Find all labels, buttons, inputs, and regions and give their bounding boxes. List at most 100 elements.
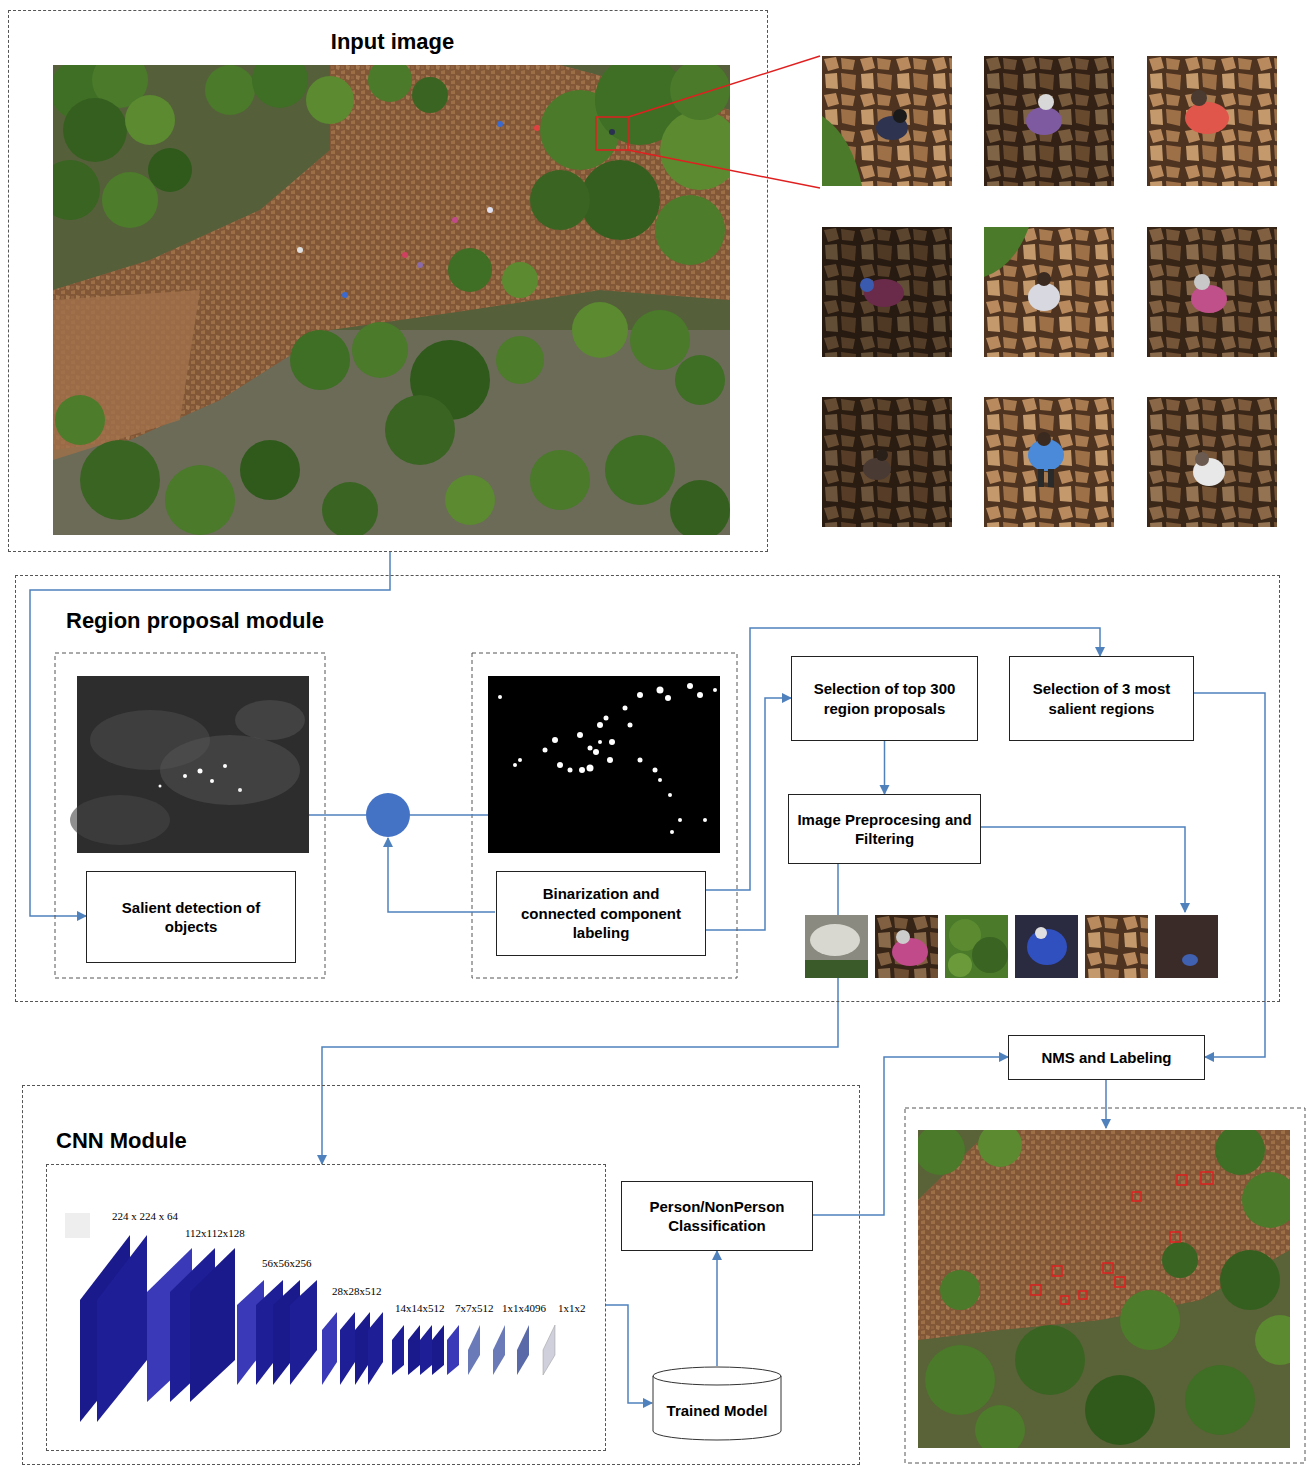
person-crop-part [1038, 469, 1044, 487]
binary-map-part-part [604, 716, 609, 721]
person-crop-part [984, 56, 1114, 186]
preprocessed-crop [945, 915, 1008, 978]
output-photo-part [978, 1130, 1022, 1167]
preprocessed-crop-part [805, 960, 868, 978]
person-crop-part [1195, 452, 1209, 466]
preprocessed-crop-part [1085, 915, 1148, 978]
layer-dimension: 28x28x512 [332, 1285, 382, 1297]
aerial-photo-part [402, 252, 408, 258]
preprocessed-crop-part [875, 915, 938, 978]
person-crop-part [822, 397, 952, 527]
cnn-layers-part [190, 1248, 235, 1402]
aerial-photo-part [487, 207, 493, 213]
cnn-layers-part [517, 1325, 529, 1375]
merge-node-part [410, 814, 488, 816]
binary-map-part-part [623, 706, 628, 711]
binary-map-part-part [588, 746, 593, 751]
person-crop [822, 56, 952, 186]
aerial-photo-part [497, 121, 503, 127]
preprocessed-crop-part [805, 915, 868, 978]
person-crop-part [1191, 285, 1227, 313]
process-box: Person/NonPerson Classification [621, 1181, 813, 1251]
box-label: NMS and Labeling [1041, 1048, 1171, 1068]
person-crop-part [1037, 272, 1051, 286]
binary-map-part-part [598, 740, 602, 744]
person-crop-part [822, 397, 952, 527]
layer-dimension: 14x14x512 [395, 1302, 445, 1314]
output-photo-part-part [1079, 1291, 1087, 1299]
dimension-slot: 1x1x4096 [502, 1302, 546, 1314]
dimension-slot: 1x1x2 [558, 1302, 586, 1314]
preprocessed-crop-part [1027, 929, 1067, 965]
output-frame [905, 1108, 1305, 1463]
person-crop-part [822, 116, 862, 186]
merge-node-part [388, 838, 495, 912]
person-crop-part [876, 449, 888, 461]
person-crop-part [984, 227, 1114, 357]
binary-map-part [498, 683, 717, 834]
binary-map-part-part [568, 768, 573, 773]
cnn-layers-part [543, 1325, 555, 1375]
binary-map-part-part [518, 758, 522, 762]
box-label: Image Preprocesing and Filtering [797, 810, 972, 849]
cnn-layers [65, 1213, 555, 1422]
inner-dashed-frame [472, 653, 737, 978]
aerial-photo-part [368, 65, 412, 102]
network-frame: 224 x 224 x 64112x112x12856x56x25628x28x… [46, 1164, 606, 1451]
output-photo-part [918, 1130, 965, 1175]
box-label: Selection of top 300 region proposals [800, 679, 969, 718]
person-crop [984, 397, 1114, 527]
preprocessed-crop-part [972, 937, 1008, 973]
person-crop-part [863, 458, 891, 480]
person-crop [822, 227, 952, 357]
aerial-photo-part [53, 290, 200, 460]
module-frame: CNN Module224 x 224 x 64112x112x12856x56… [22, 1085, 860, 1465]
cnn-layers-part [447, 1325, 459, 1375]
aerial-photo-part [452, 217, 458, 223]
box-label: Selection of 3 most salient regions [1018, 679, 1185, 718]
binary-map-part-part [607, 757, 613, 763]
aerial-photo-part [148, 148, 192, 192]
binary-map-part-part [579, 767, 585, 773]
zoom-callout-part [628, 56, 820, 117]
cnn-layers-part [392, 1325, 404, 1375]
dimension-slot: 28x28x512 [332, 1285, 382, 1297]
output-photo-part [1185, 1365, 1255, 1435]
preprocessed-crop-part [1182, 954, 1198, 966]
aerial-photo-part [580, 160, 660, 240]
binary-map-part-part [597, 722, 603, 728]
person-crop-part [1048, 469, 1054, 487]
output-photo-part-part [1170, 1232, 1180, 1242]
person-crop [1147, 56, 1277, 186]
output-photo-part [925, 1345, 995, 1415]
cnn-layers-part [340, 1312, 355, 1385]
aerial-photo-part [605, 435, 675, 505]
saliency-map-part [70, 795, 170, 845]
binary-map-part-part [657, 687, 664, 694]
output-photo-part [1162, 1242, 1198, 1278]
module-frame: Input image [8, 10, 768, 552]
cnn-layers-part [368, 1312, 383, 1385]
output-photo-part [1120, 1290, 1180, 1350]
output-photo-part [1242, 1172, 1290, 1228]
binary-map-part-part [593, 749, 599, 755]
person-crop-part [984, 227, 1029, 277]
preprocessed-crop-part [1015, 915, 1078, 978]
person-crop-part [1194, 274, 1210, 290]
aerial-photo-part [55, 395, 105, 445]
box-label: Binarization and connected component lab… [505, 884, 697, 943]
aerial-photo-part [445, 475, 495, 525]
binary-map-part-part [653, 768, 658, 773]
cylinder-outline-part [653, 1376, 781, 1385]
flow-connector [30, 552, 390, 916]
cnn-layers-part [322, 1312, 337, 1385]
output-photo-part [1015, 1325, 1085, 1395]
person-crop-part [1147, 397, 1277, 527]
person-crop [1147, 397, 1277, 527]
output-photo-part [975, 1405, 1025, 1448]
aerial-photo-part [609, 129, 615, 135]
preprocessed-crop [1155, 915, 1218, 978]
layer-dimension: 1x1x2 [558, 1302, 586, 1314]
saliency-map-part [238, 788, 242, 792]
person-crop-part [1147, 56, 1277, 186]
